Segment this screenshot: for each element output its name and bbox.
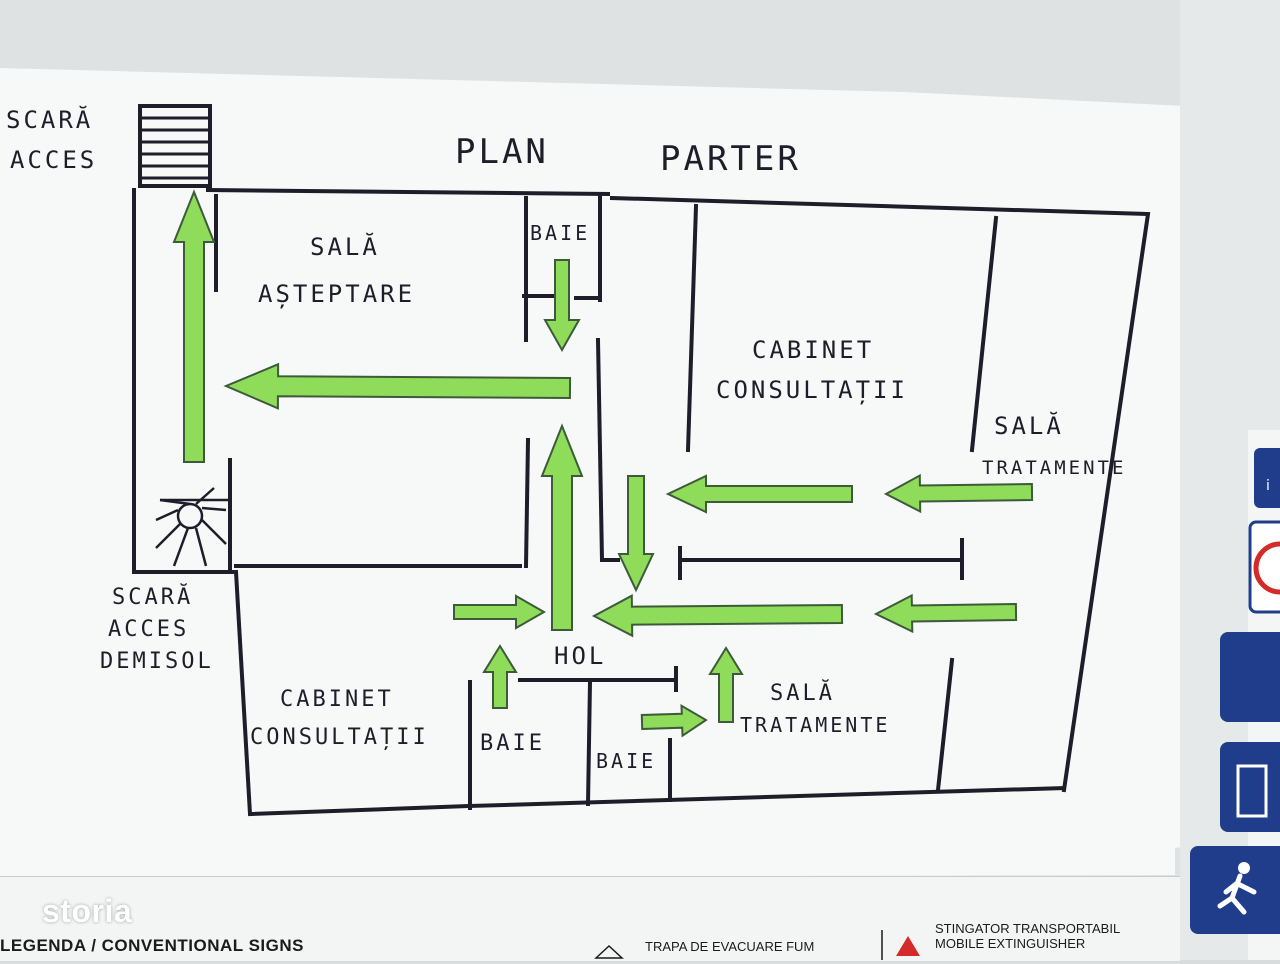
storia-watermark: storia bbox=[42, 893, 133, 929]
label-cabinet-right-line2: CONSULTAȚII bbox=[716, 376, 908, 405]
baie-bottom-mid-wall bbox=[585, 679, 593, 807]
evacuation-arrow-6 bbox=[883, 473, 1034, 514]
extinguisher-icon bbox=[881, 930, 920, 960]
evacuation-arrow-4 bbox=[540, 423, 584, 631]
sala-tratamente-right-wall bbox=[935, 657, 955, 793]
evacuation-arrow-10 bbox=[453, 594, 547, 630]
legend-extinguisher-label-line1: STINGATOR TRANSPORTABIL bbox=[935, 921, 1121, 936]
legend-trap-label: TRAPA DE EVACUARE FUM bbox=[645, 939, 815, 954]
label-sala-asteptare-line1: SALĂ bbox=[310, 232, 380, 261]
trap-icon bbox=[594, 944, 624, 959]
label-baie-bottom-right: BAIE bbox=[596, 749, 656, 773]
label-baie-top: BAIE bbox=[530, 221, 590, 245]
hol-left-wall bbox=[523, 437, 531, 569]
spiral-stair bbox=[155, 487, 228, 567]
label-cabinet-left-line2: CONSULTAȚII bbox=[250, 725, 429, 750]
svg-text:i: i bbox=[1266, 478, 1270, 494]
evacuation-arrow-7 bbox=[617, 475, 655, 593]
cabinet-right-left-wall bbox=[685, 203, 699, 453]
label-baie-bottom-left: BAIE bbox=[480, 731, 545, 756]
label-cabinet-left-line1: CABINET bbox=[280, 687, 394, 712]
label-sala-tratamente-bottom-line1: SALĂ bbox=[770, 680, 835, 706]
label-sala-tratamente-right-line2: TRATAMENTE bbox=[982, 457, 1126, 479]
cabinet-right-divider bbox=[969, 215, 999, 453]
evacuation-arrow-5 bbox=[665, 474, 853, 514]
evacuation-arrow-12 bbox=[708, 646, 744, 723]
legend-title: LEGENDA / CONVENTIONAL SIGNS bbox=[0, 936, 304, 955]
label-scara-acces-line2: ACCES bbox=[10, 146, 97, 174]
safety-signs-panel: i bbox=[1180, 0, 1280, 960]
evacuation-arrow-1 bbox=[172, 189, 216, 463]
top-right-wall bbox=[609, 195, 1151, 793]
label-hol: HOL bbox=[554, 642, 606, 670]
label-sala-tratamente-right-line1: SALĂ bbox=[994, 411, 1064, 440]
evacuation-arrow-2 bbox=[223, 362, 572, 410]
bottom-wall bbox=[467, 785, 1067, 809]
exit-door-icon bbox=[1220, 742, 1280, 832]
legend-bar bbox=[0, 876, 1180, 961]
legend-extinguisher-label-line2: MOBILE EXTINGUISHER bbox=[935, 936, 1086, 951]
walls bbox=[132, 104, 1151, 817]
top-stair bbox=[138, 104, 212, 188]
label-scara-demisol-line2: ACCES bbox=[108, 617, 189, 642]
evacuation-arrow-11 bbox=[482, 644, 518, 709]
info-icon bbox=[1254, 448, 1280, 508]
label-sala-asteptare-line2: AȘTEPTARE bbox=[258, 280, 415, 309]
safety-signs: i bbox=[1180, 0, 1280, 960]
label-scara-acces-line1: SCARĂ bbox=[6, 105, 93, 134]
plan-title-word1: PLAN bbox=[455, 132, 549, 172]
hol-right-wall bbox=[595, 337, 605, 563]
label-scara-demisol-line3: DEMISOL bbox=[100, 649, 214, 674]
plan-title-word2: PARTER bbox=[660, 139, 801, 179]
evacuation-arrow-3 bbox=[543, 259, 581, 353]
label-scara-demisol-line1: SCARĂ bbox=[112, 584, 193, 610]
evacuation-arrow-8 bbox=[873, 593, 1018, 634]
paper-sheet bbox=[0, 68, 1232, 878]
stair-treads-top bbox=[140, 116, 210, 180]
evacuation-arrows bbox=[172, 189, 1034, 738]
label-sala-tratamente-bottom-line2: TRATAMENTE bbox=[740, 713, 890, 737]
evacuation-arrow-9 bbox=[591, 594, 844, 638]
top-wall-1 bbox=[205, 187, 611, 197]
label-cabinet-right-line1: CABINET bbox=[752, 336, 874, 364]
evacuation-arrow-13 bbox=[640, 704, 708, 738]
cabinet-left-walls bbox=[233, 569, 473, 817]
sprinkler-icon bbox=[1220, 632, 1280, 722]
corridor-left-wall bbox=[132, 188, 234, 574]
